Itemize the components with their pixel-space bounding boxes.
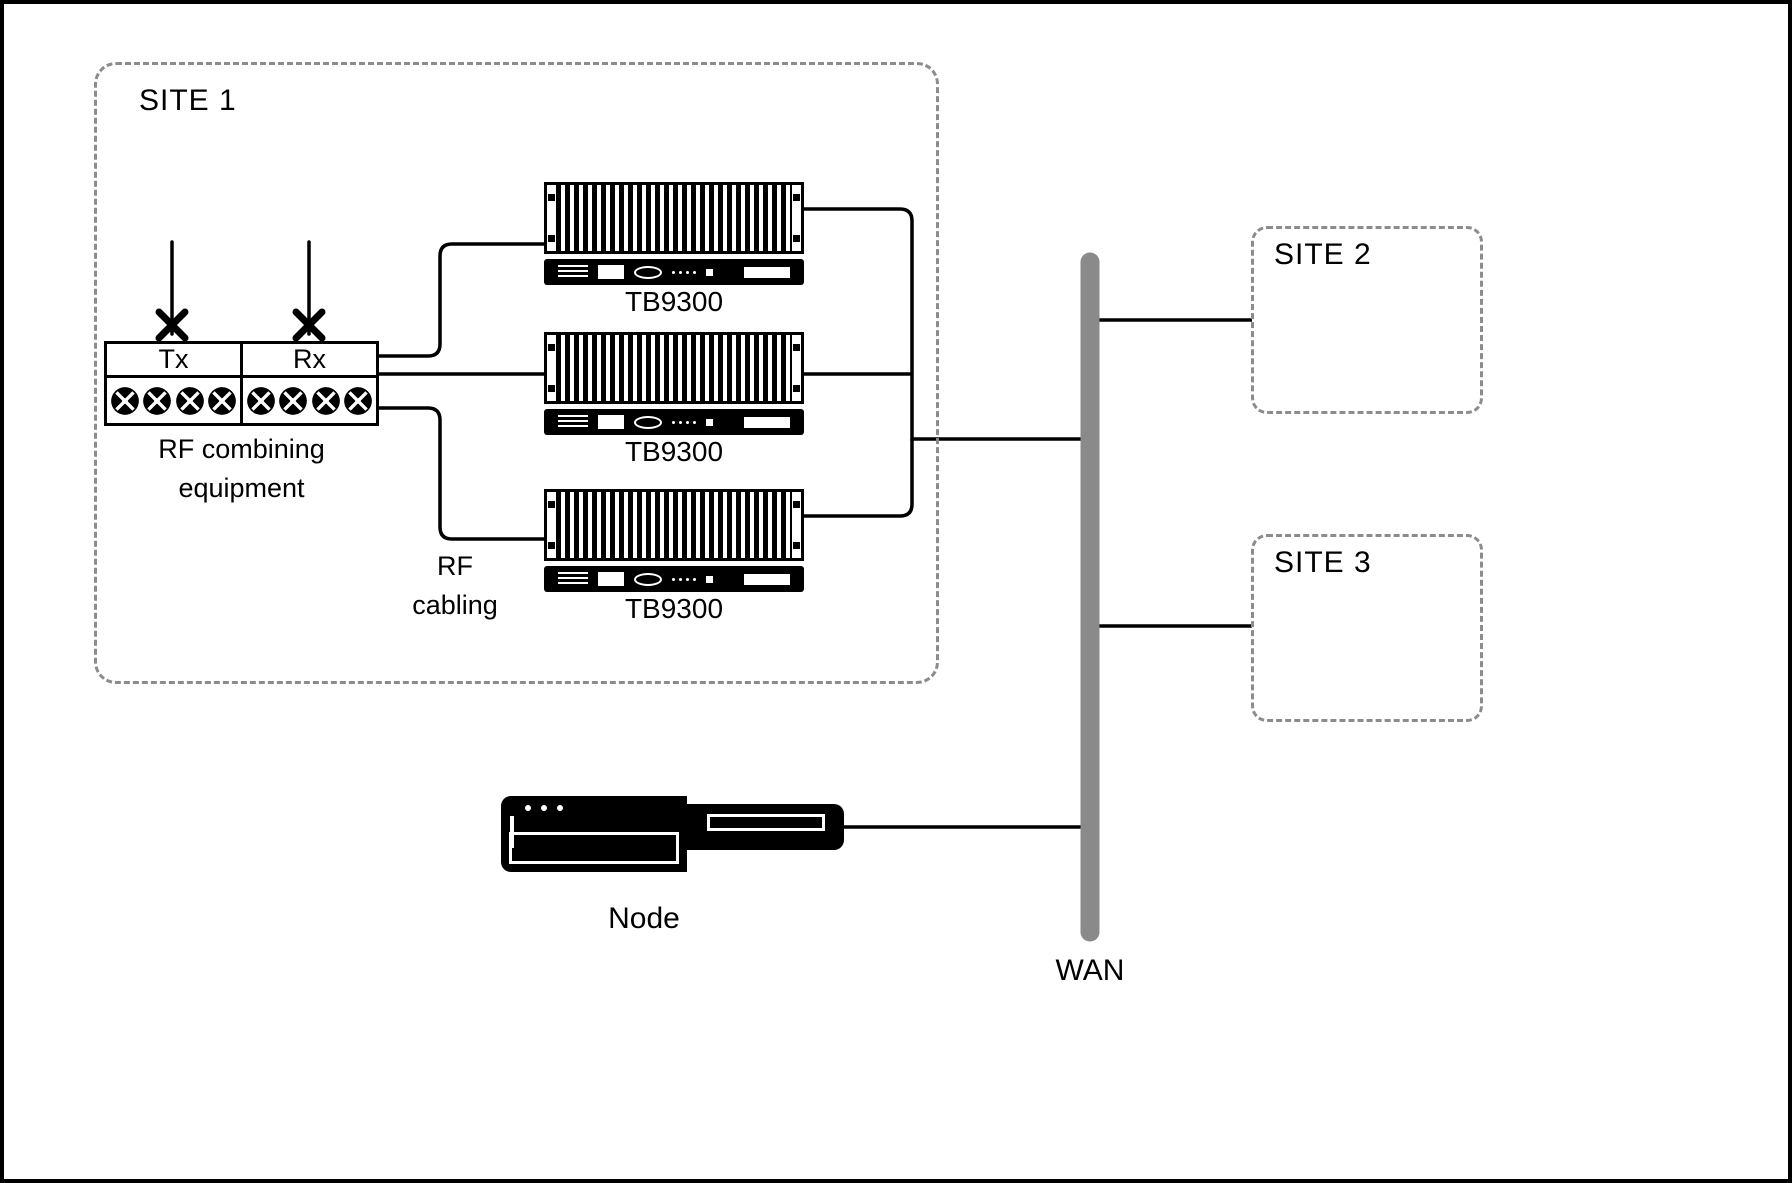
- wan-label: WAN: [1055, 954, 1125, 987]
- rf-connector-icon: [344, 386, 372, 415]
- rf-connector-icon: [111, 386, 139, 415]
- rf-connector-icon: [279, 386, 308, 415]
- speaker-oval-icon: [634, 265, 662, 279]
- tx-connectors: [107, 375, 240, 423]
- rx-cell: Rx: [240, 344, 376, 423]
- led-dots-icon: [672, 420, 696, 424]
- rack-grille-icon: [544, 182, 804, 254]
- vent-lines-icon: [558, 414, 588, 430]
- site3-box: [1251, 534, 1483, 722]
- rack-front-panel: [544, 409, 804, 435]
- slot-icon: [744, 266, 790, 278]
- device-label: TB9300: [624, 436, 724, 467]
- node-tray-icon: [509, 832, 679, 864]
- combiner-caption: RF combining equipment: [158, 434, 325, 504]
- tx-cell: Tx: [107, 344, 240, 423]
- node-drive-bay-icon: [707, 814, 825, 831]
- rack-grille-icon: [544, 489, 804, 561]
- rack-ear-icon: [792, 492, 801, 558]
- rack-ear-icon: [792, 335, 801, 401]
- tb9300-device-1: [544, 182, 804, 285]
- rf-combiner-box: Tx Rx: [104, 341, 379, 426]
- display-icon: [598, 572, 624, 586]
- device-label: TB9300: [624, 593, 724, 624]
- site1-label: SITE 1: [139, 84, 237, 117]
- rack-ear-icon: [547, 185, 556, 251]
- node-led-icon: [541, 805, 547, 811]
- rx-label: Rx: [293, 344, 326, 374]
- site2-box: [1251, 226, 1483, 414]
- rf-connector-icon: [143, 386, 172, 415]
- rf-cabling-label: RF cabling: [412, 551, 498, 621]
- rf-connector-icon: [175, 386, 204, 415]
- slot-icon: [744, 573, 790, 585]
- rack-ear-icon: [547, 335, 556, 401]
- slot-icon: [744, 416, 790, 428]
- device-label: TB9300: [624, 286, 724, 317]
- vent-lines-icon: [558, 571, 588, 587]
- display-icon: [598, 265, 624, 279]
- site1-box: [94, 62, 939, 684]
- speaker-oval-icon: [634, 572, 662, 586]
- tx-label: Tx: [158, 344, 189, 374]
- rf-connector-icon: [311, 386, 340, 415]
- site3-label: SITE 3: [1274, 546, 1372, 579]
- tb9300-device-2: [544, 332, 804, 435]
- button-icon: [706, 268, 713, 276]
- speaker-oval-icon: [634, 415, 662, 429]
- rack-grille-icon: [544, 332, 804, 404]
- rf-connector-icon: [208, 386, 236, 415]
- tb9300-device-3: [544, 489, 804, 592]
- led-dots-icon: [672, 270, 696, 274]
- button-icon: [706, 575, 713, 583]
- rx-connectors: [243, 375, 376, 423]
- rack-ear-icon: [792, 185, 801, 251]
- rf-connector-icon: [247, 386, 275, 415]
- node-device: [501, 796, 687, 872]
- node-led-icon: [525, 805, 531, 811]
- button-icon: [706, 418, 713, 426]
- site2-label: SITE 2: [1274, 238, 1372, 271]
- rack-front-panel: [544, 566, 804, 592]
- node-led-icon: [557, 805, 563, 811]
- node-label: Node: [608, 902, 680, 935]
- led-dots-icon: [672, 577, 696, 581]
- vent-lines-icon: [558, 264, 588, 280]
- display-icon: [598, 415, 624, 429]
- rack-ear-icon: [547, 492, 556, 558]
- node-device-extension: [687, 804, 844, 850]
- rack-front-panel: [544, 259, 804, 285]
